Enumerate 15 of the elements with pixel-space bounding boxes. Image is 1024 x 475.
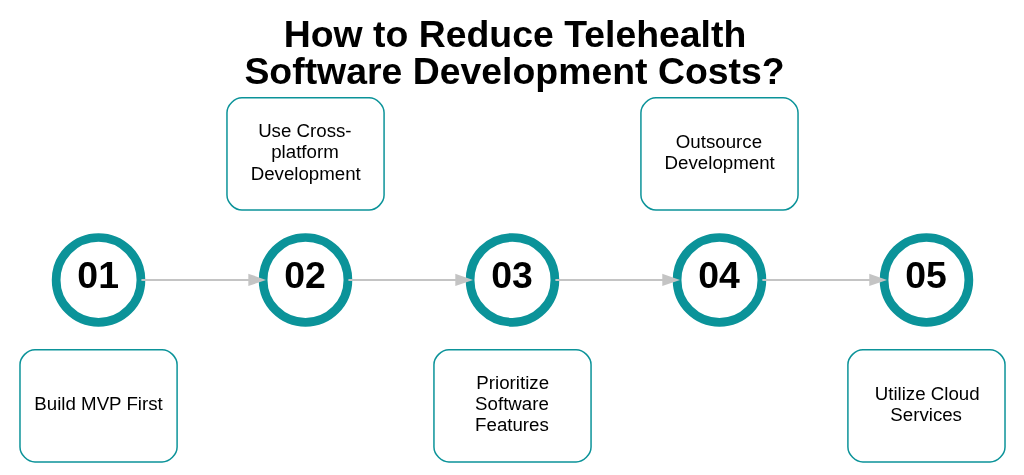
node-circle: 05 [879, 233, 973, 327]
node-circle: 02 [258, 233, 352, 327]
arrow [760, 273, 887, 287]
arrow [553, 273, 680, 287]
arrow [346, 273, 473, 287]
node-box: Build MVP First [18, 348, 178, 463]
node-circle: 03 [465, 233, 559, 327]
node-box: Utilize Cloud Services [846, 348, 1006, 463]
node-box: Prioritize Software Features [432, 348, 592, 463]
node-circle: 04 [672, 233, 766, 327]
node-box: Outsource Development [639, 97, 799, 211]
diagram-title: How to Reduce Telehealth Software Development Costs? [243, 12, 785, 93]
arrow [139, 273, 266, 287]
node-box: Use Cross-platform Development [225, 97, 385, 211]
node-circle: 01 [51, 233, 145, 327]
